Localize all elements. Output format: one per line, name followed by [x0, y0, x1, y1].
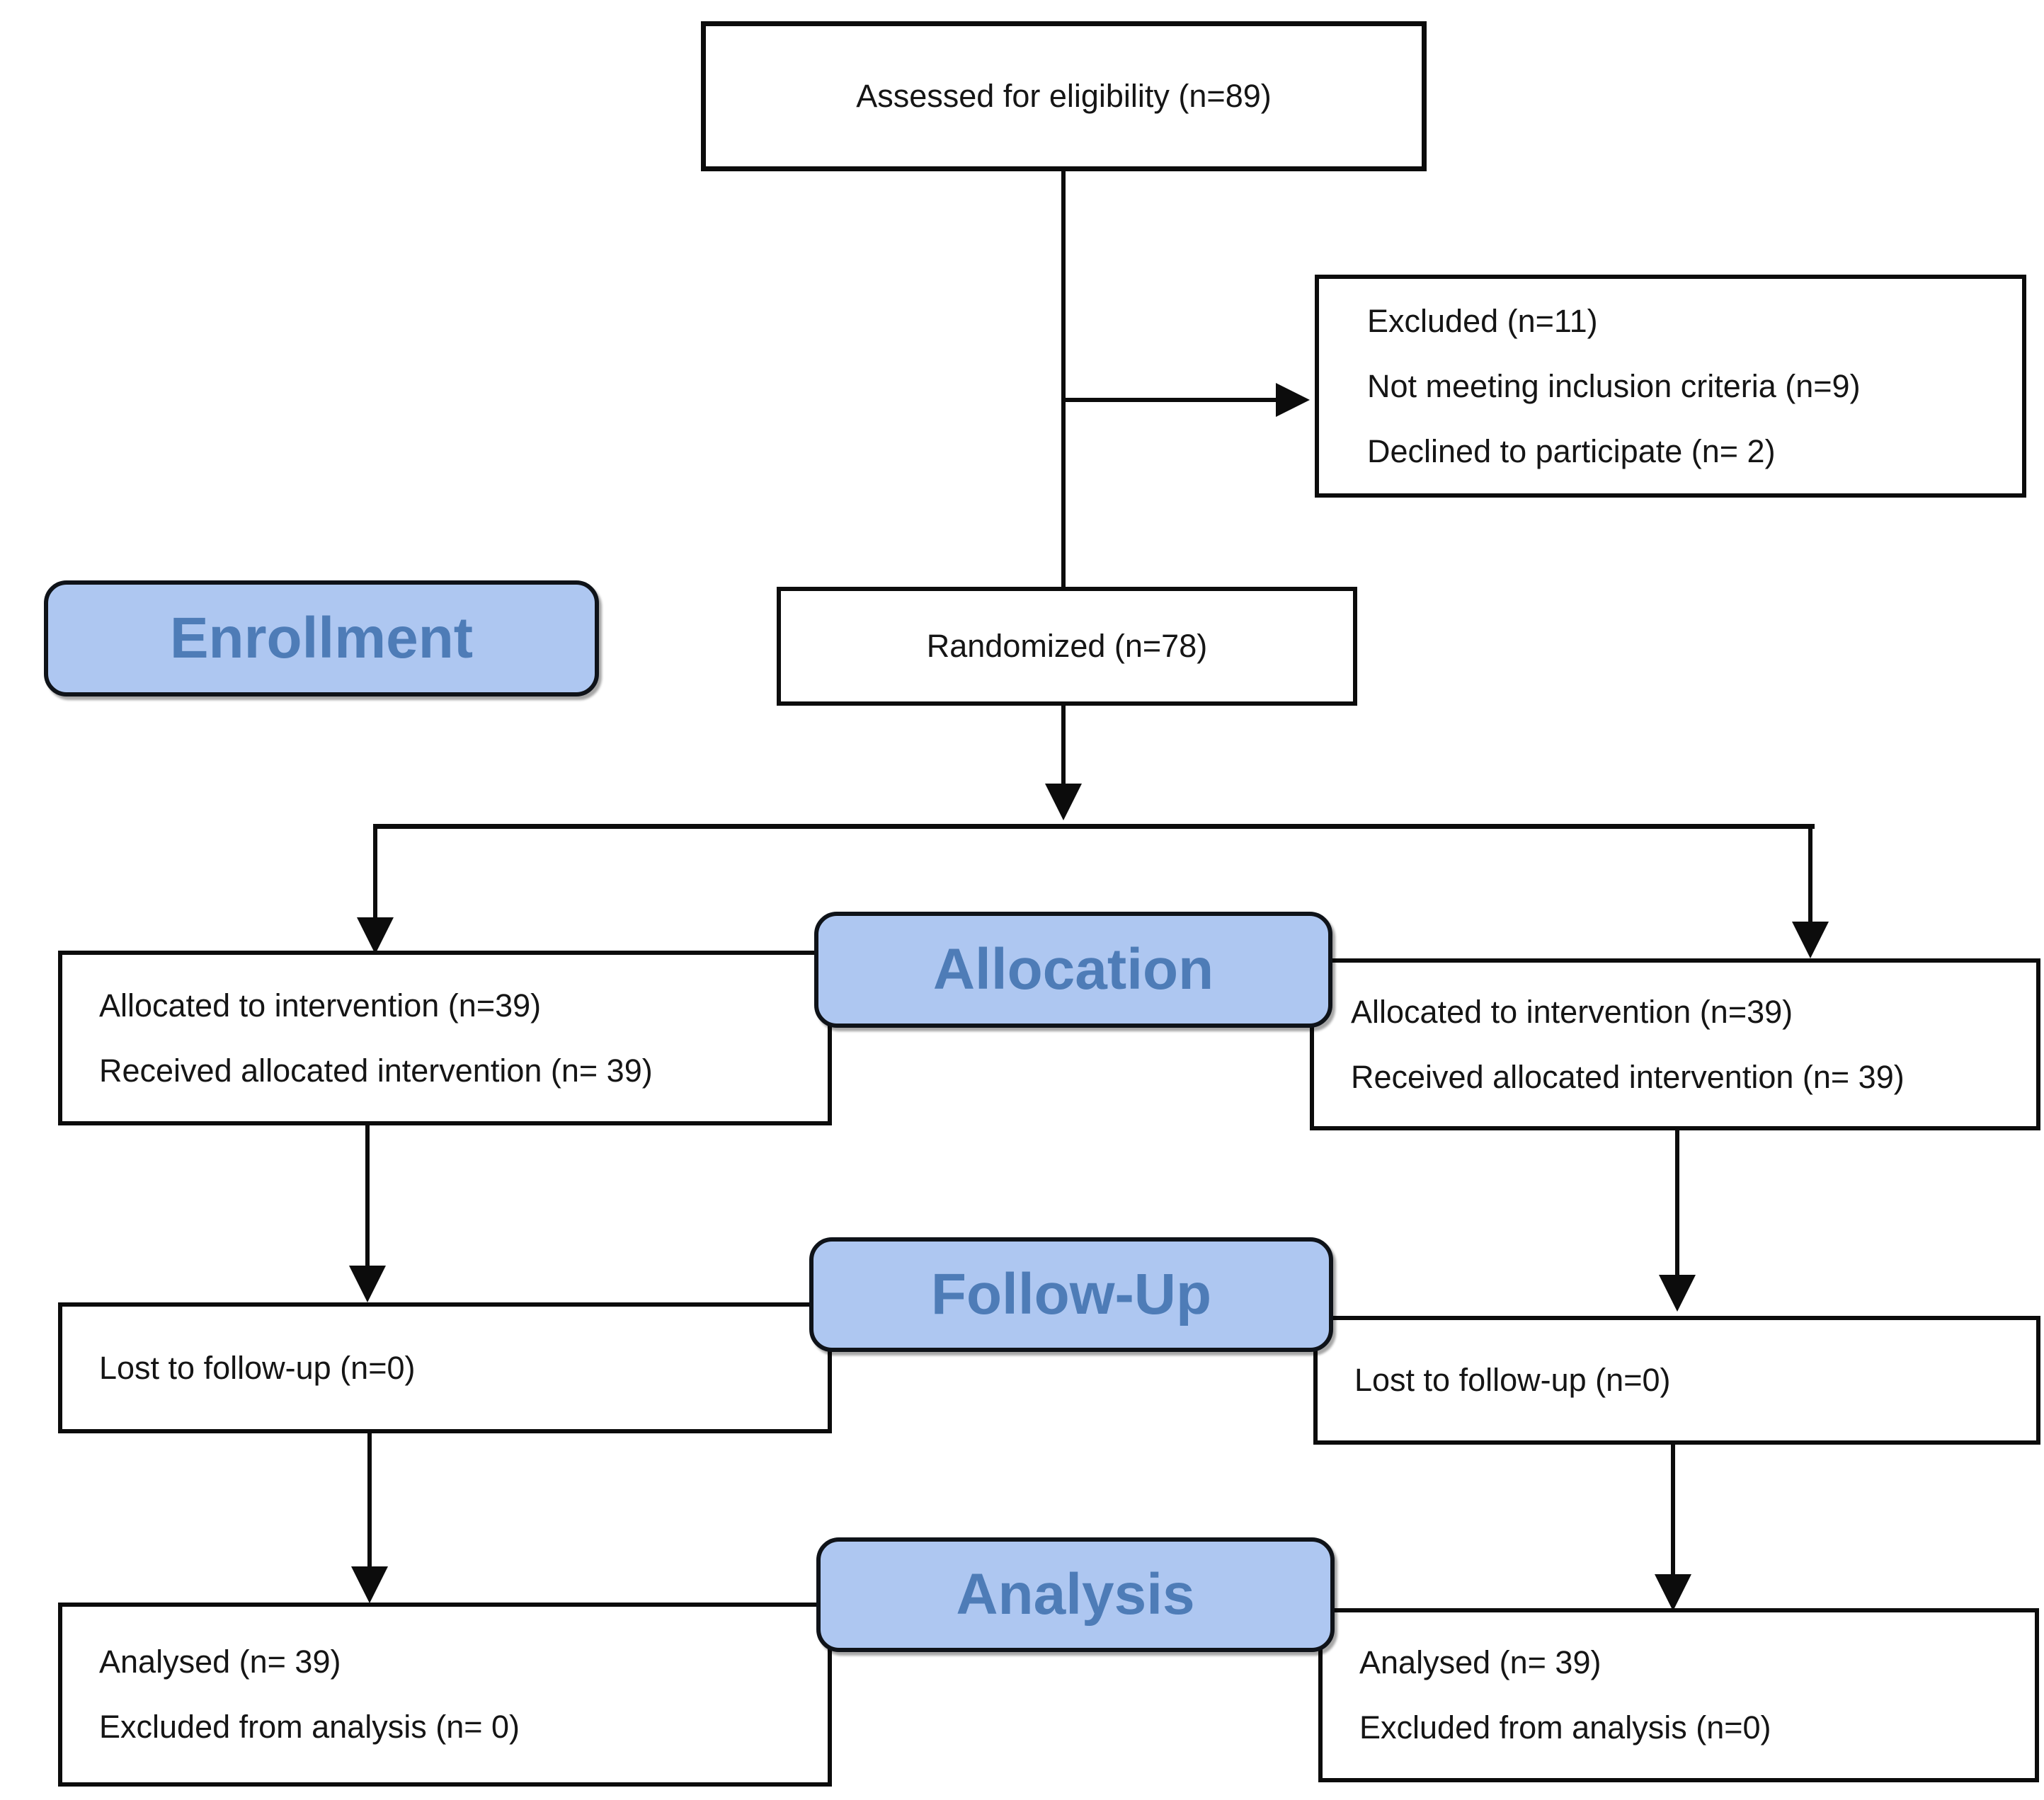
branch-drop-left [373, 824, 377, 919]
band-followup-label: Follow-Up [930, 1262, 1212, 1326]
arrowhead-alloc-left [357, 917, 394, 954]
box-lost-followup-left: Lost to follow-up (n=0) [58, 1302, 832, 1433]
band-allocation-label: Allocation [932, 937, 1214, 1002]
connector-alloc-fu-left [365, 1124, 370, 1267]
arrowhead-an-left [351, 1566, 388, 1603]
band-analysis-label: Analysis [956, 1562, 1195, 1627]
box-allocated-right: Allocated to intervention (n=39) Receive… [1310, 958, 2040, 1130]
band-enrollment: Enrollment [44, 580, 599, 697]
band-enrollment-label: Enrollment [169, 606, 474, 670]
box-lost-followup-right: Lost to follow-up (n=0) [1313, 1316, 2040, 1445]
box-allocated-left-line: Received allocated intervention (n= 39) [99, 1052, 653, 1089]
box-excluded: Excluded (n=11) Not meeting inclusion cr… [1315, 275, 2026, 498]
box-analysed-right-line: Excluded from analysis (n=0) [1359, 1709, 1771, 1745]
box-analysed-left: Analysed (n= 39) Excluded from analysis … [58, 1603, 832, 1787]
box-analysed-right: Analysed (n= 39) Excluded from analysis … [1318, 1608, 2039, 1782]
arrowhead-fu-left [349, 1266, 386, 1302]
connector-randomized-down [1061, 706, 1066, 785]
branch-drop-right [1808, 824, 1812, 923]
box-lost-followup-right-line: Lost to follow-up (n=0) [1354, 1362, 1671, 1398]
arrowhead-fu-right [1659, 1275, 1696, 1312]
connector-fu-an-right [1671, 1443, 1675, 1576]
arrowhead-randomized [1045, 784, 1082, 820]
box-excluded-line: Declined to participate (n= 2) [1367, 432, 1776, 469]
band-analysis: Analysis [816, 1537, 1335, 1652]
box-assessed-line: Assessed for eligibility (n=89) [856, 78, 1272, 114]
connector-assessed-to-randomized [1061, 171, 1066, 589]
arrowhead-alloc-right [1792, 922, 1829, 958]
band-followup: Follow-Up [809, 1237, 1333, 1352]
box-allocated-right-line: Received allocated intervention (n= 39) [1351, 1058, 1905, 1095]
box-allocated-left: Allocated to intervention (n=39) Receive… [58, 951, 832, 1125]
box-randomized-line: Randomized (n=78) [926, 628, 1208, 664]
box-assessed-eligibility: Assessed for eligibility (n=89) [701, 21, 1427, 171]
connector-alloc-fu-right [1675, 1129, 1679, 1276]
box-excluded-line: Excluded (n=11) [1367, 302, 1598, 339]
connector-fu-an-left [367, 1432, 372, 1568]
arrowhead-excluded [1276, 383, 1310, 417]
box-randomized: Randomized (n=78) [777, 587, 1357, 706]
band-allocation: Allocation [814, 912, 1332, 1028]
box-excluded-line: Not meeting inclusion criteria (n=9) [1367, 367, 1861, 404]
box-analysed-left-line: Excluded from analysis (n= 0) [99, 1709, 520, 1745]
connector-to-excluded [1063, 398, 1277, 402]
box-allocated-left-line: Allocated to intervention (n=39) [99, 987, 542, 1024]
box-analysed-right-line: Analysed (n= 39) [1359, 1644, 1601, 1680]
branch-line [373, 824, 1815, 829]
box-lost-followup-left-line: Lost to follow-up (n=0) [99, 1349, 416, 1386]
arrowhead-an-right [1655, 1574, 1691, 1611]
box-allocated-right-line: Allocated to intervention (n=39) [1351, 993, 1793, 1030]
box-analysed-left-line: Analysed (n= 39) [99, 1644, 341, 1680]
